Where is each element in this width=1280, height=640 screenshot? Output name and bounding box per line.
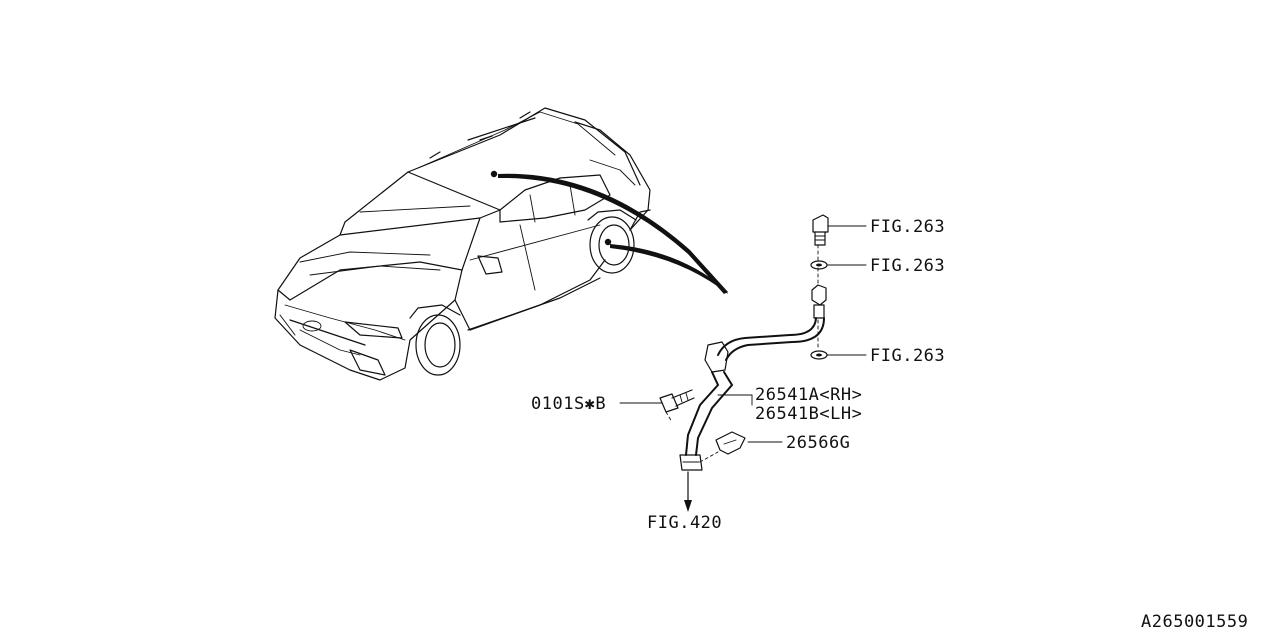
bolt-fig-ref-label: FIG.263: [870, 217, 945, 237]
caliper-fig-ref-label: FIG.420: [647, 513, 722, 533]
upper-washer-icon: [810, 260, 828, 270]
clip-bolt-icon: [659, 389, 695, 413]
hose-rh-part-label: 26541A<RH>: [755, 385, 862, 405]
leader-lines: [619, 225, 867, 463]
clip-bolt-part-label: 0101S✱B: [531, 394, 606, 414]
brake-hose-assembly: [659, 214, 829, 512]
brake-hose: [679, 317, 825, 471]
lower-washer-icon: [810, 350, 828, 360]
upper-washer-fig-ref-label: FIG.263: [870, 256, 945, 276]
hose-fitting-icon: [811, 284, 827, 319]
bracket-part-label: 26566G: [786, 433, 850, 453]
bracket-clip-icon: [715, 431, 746, 455]
figure-id-label: A265001559: [1141, 612, 1248, 632]
detail-pointer: [498, 173, 728, 294]
vehicle-illustration: [274, 107, 651, 381]
hose-lh-part-label: 26541B<LH>: [755, 404, 862, 424]
roof-marker-dot: [490, 170, 498, 178]
lower-washer-fig-ref-label: FIG.263: [870, 346, 945, 366]
rear-wheel-marker-dot: [604, 238, 612, 246]
union-bolt-icon: [812, 214, 829, 246]
